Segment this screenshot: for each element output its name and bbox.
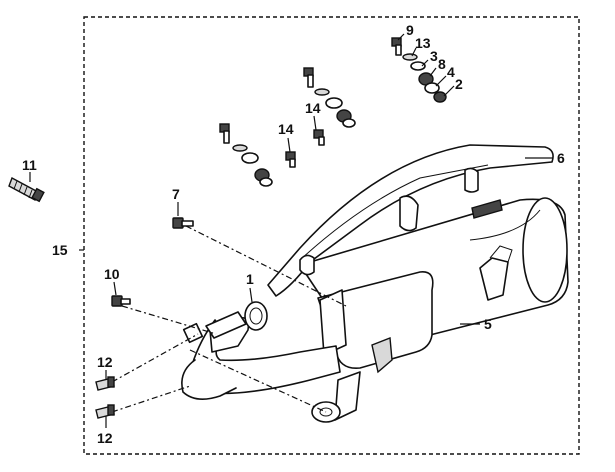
exhaust-gasket bbox=[244, 301, 268, 331]
callout-1: 1 bbox=[246, 271, 254, 287]
assembly-lines bbox=[111, 225, 347, 413]
assembly-boundary bbox=[83, 16, 580, 455]
threaded-stud-11 bbox=[8, 177, 45, 203]
callout-6: 6 bbox=[557, 150, 565, 166]
callout-11: 11 bbox=[22, 157, 37, 173]
callout-9: 9 bbox=[406, 22, 414, 38]
leader-lines bbox=[29, 33, 553, 428]
muffler-body bbox=[299, 197, 569, 423]
bolt-stack-middle bbox=[303, 67, 356, 128]
callout-8: 8 bbox=[438, 56, 446, 72]
bolt-stack-right bbox=[391, 37, 447, 103]
callout-14-left: 14 bbox=[278, 121, 294, 137]
callout-7: 7 bbox=[172, 186, 180, 202]
callout-5: 5 bbox=[484, 316, 492, 332]
bolt-10 bbox=[111, 295, 131, 307]
callout-12-upper: 12 bbox=[97, 354, 113, 370]
callout-4: 4 bbox=[447, 64, 455, 80]
bolt-14-left bbox=[285, 151, 296, 168]
bolt-14-middle bbox=[313, 129, 325, 146]
callout-10: 10 bbox=[104, 266, 120, 282]
muffler-bracket bbox=[267, 144, 554, 297]
callout-13: 13 bbox=[415, 35, 431, 51]
bolt-7 bbox=[172, 217, 194, 229]
callout-12-lower: 12 bbox=[97, 430, 113, 446]
stud-bolt-upper bbox=[95, 376, 115, 391]
stud-bolt-lower bbox=[95, 404, 115, 419]
callout-labels: 1 2 3 4 5 6 7 8 9 10 11 12 12 13 14 14 1… bbox=[22, 22, 565, 446]
callout-15: 15 bbox=[52, 242, 68, 258]
callout-2: 2 bbox=[455, 76, 463, 92]
callout-14-middle: 14 bbox=[305, 100, 321, 116]
bolt-stack-left bbox=[219, 123, 273, 187]
callout-3: 3 bbox=[430, 48, 438, 64]
